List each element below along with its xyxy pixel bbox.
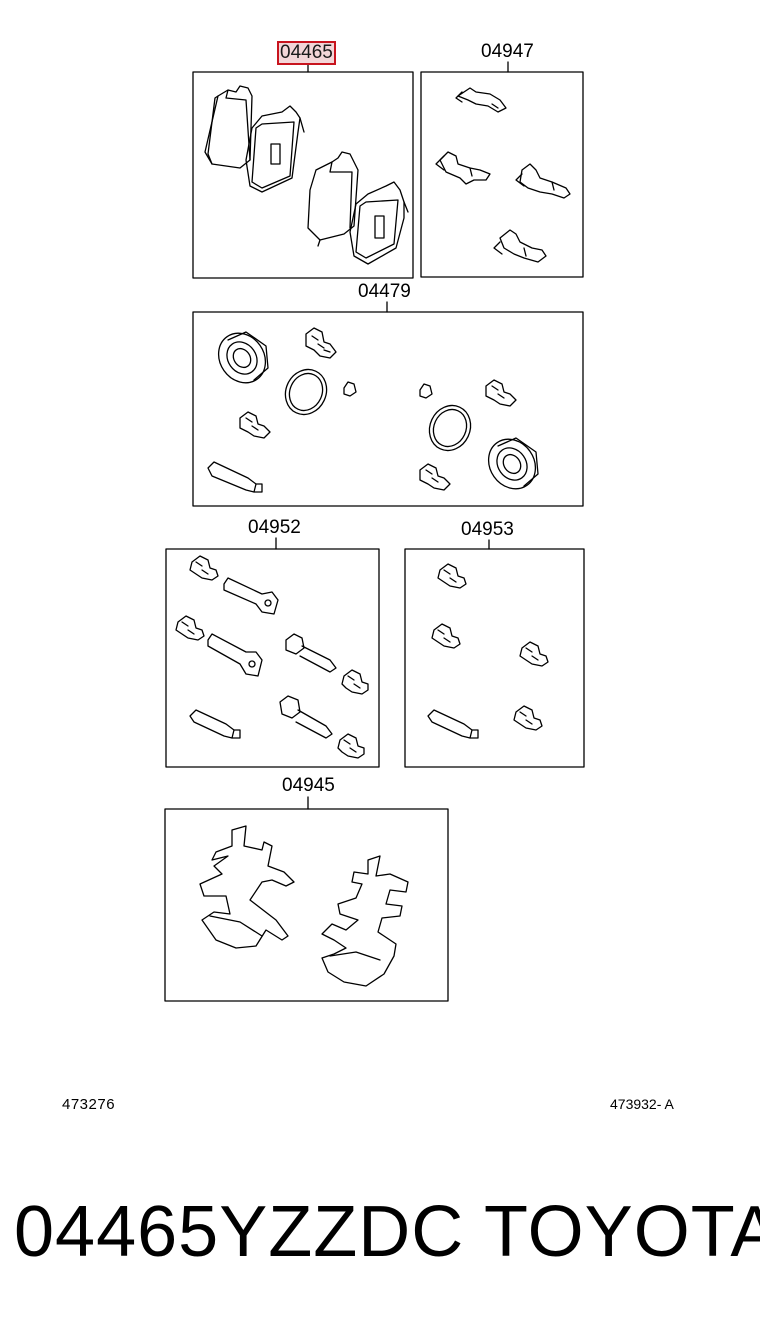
brake-pad-backing-drawing (246, 106, 304, 192)
group-frame-04479 (193, 312, 583, 506)
anti-rattle-clip-drawing (494, 230, 546, 262)
part-label-04945[interactable]: 04945 (282, 775, 335, 796)
dust-boot-drawing (306, 328, 336, 358)
diagram-ref-right: 473932- A (610, 1096, 674, 1112)
pad-shim-drawing (200, 826, 294, 948)
brake-pad-drawing (205, 86, 252, 168)
grease-tube-drawing (208, 462, 262, 492)
part-label-04953[interactable]: 04953 (461, 519, 514, 540)
dust-boot-drawing (240, 412, 270, 438)
group-frame-04465 (193, 72, 413, 278)
o-ring-drawing (278, 363, 334, 422)
group-frame-04947 (421, 72, 583, 277)
diagram-ref-left: 473276 (62, 1096, 116, 1113)
piston-seal-drawing (479, 430, 545, 498)
anti-rattle-clip-drawing (516, 164, 570, 198)
grease-tube-drawing (190, 710, 240, 738)
dust-boot-drawing (438, 564, 466, 588)
dust-boot-drawing (338, 734, 364, 758)
group-frame-04952 (166, 549, 379, 767)
group-frame-04945 (165, 809, 448, 1001)
pad-shim-drawing (322, 856, 408, 986)
part-label-04952[interactable]: 04952 (248, 517, 301, 538)
part-label-04465[interactable]: 04465 (277, 41, 336, 65)
slide-bushing-drawing (286, 634, 336, 672)
bleeder-cap-drawing (420, 384, 432, 398)
brake-pad-backing-drawing (350, 182, 408, 264)
footer-brand: TOYOTA (484, 1192, 760, 1272)
dust-boot-drawing (520, 642, 548, 666)
dust-boot-drawing (190, 556, 218, 580)
part-label-04479[interactable]: 04479 (358, 281, 411, 302)
bleeder-cap-drawing (344, 382, 356, 396)
slide-bushing-drawing (280, 696, 332, 738)
piston-seal-drawing (209, 324, 275, 392)
part-label-04947[interactable]: 04947 (481, 41, 534, 62)
slide-pin-drawing (208, 634, 262, 676)
slide-pin-drawing (224, 578, 278, 614)
dust-boot-drawing (514, 706, 542, 730)
dust-boot-drawing (420, 464, 450, 490)
grease-tube-drawing (428, 710, 478, 738)
o-ring-drawing (422, 399, 478, 458)
dust-boot-drawing (432, 624, 460, 648)
brake-pad-drawing (308, 152, 358, 246)
footer-part-code: 04465YZZDC (14, 1192, 465, 1272)
dust-boot-drawing (176, 616, 204, 640)
dust-boot-drawing (342, 670, 368, 694)
anti-rattle-clip-drawing (436, 152, 490, 184)
anti-rattle-clip-drawing (456, 88, 506, 112)
dust-boot-drawing (486, 380, 516, 406)
group-frame-04953 (405, 549, 584, 767)
